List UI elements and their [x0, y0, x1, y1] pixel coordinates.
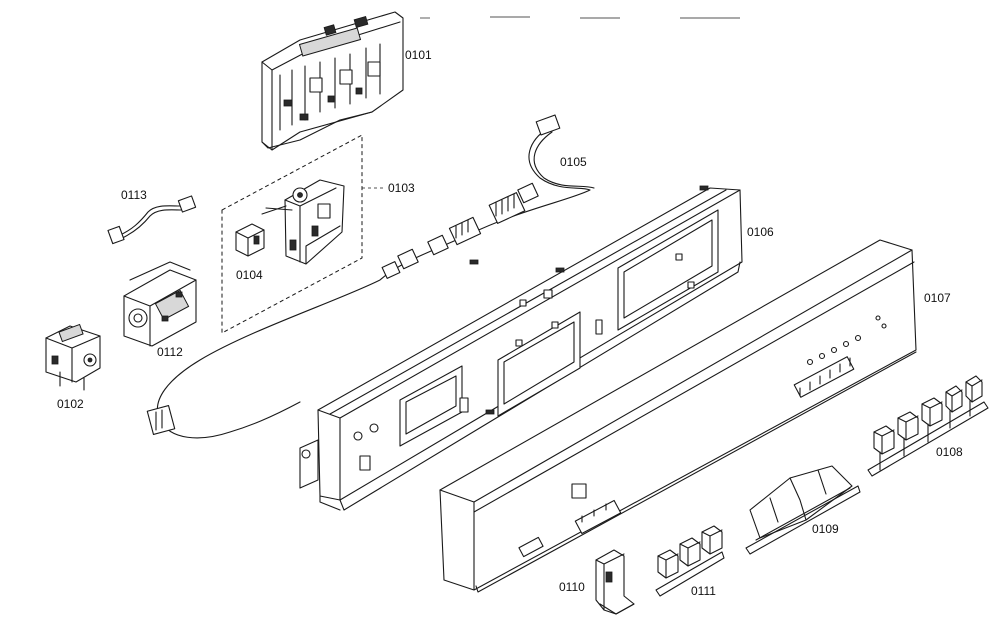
label-0101: 0101: [405, 48, 432, 62]
label-0107: 0107: [924, 291, 951, 305]
label-0111: 0111: [691, 584, 716, 598]
part-0104-relay: [235, 223, 265, 257]
part-0109-handle-cover: [745, 465, 861, 555]
label-0102: 0102: [57, 397, 84, 411]
part-0107-fascia-panel: [439, 239, 917, 593]
part-0113-cable: [107, 195, 197, 245]
label-0110: 0110: [559, 580, 585, 594]
part-0112-selector-module: [123, 261, 197, 347]
label-0109: 0109: [812, 522, 839, 536]
scan-artifacts: [420, 16, 740, 19]
part-0101-control-module: [261, 11, 404, 151]
label-0105: 0105: [560, 155, 587, 169]
label-0112: 0112: [157, 345, 183, 359]
part-0105-wiring-harness: [146, 114, 595, 439]
part-0102-switch-block: [45, 323, 101, 391]
label-0108: 0108: [936, 445, 963, 459]
part-0111-button-set: [655, 525, 725, 597]
part-0108-button-row: [867, 375, 989, 477]
label-0106: 0106: [747, 225, 774, 239]
label-0104: 0104: [236, 268, 263, 282]
part-0103-assembly-box: [221, 134, 384, 334]
part-0106-inner-frame: [299, 185, 743, 511]
label-0113: 0113: [121, 188, 147, 202]
label-0103: 0103: [388, 181, 415, 195]
part-0103-switch-assembly: [261, 179, 345, 265]
part-0110-latch: [595, 549, 635, 615]
